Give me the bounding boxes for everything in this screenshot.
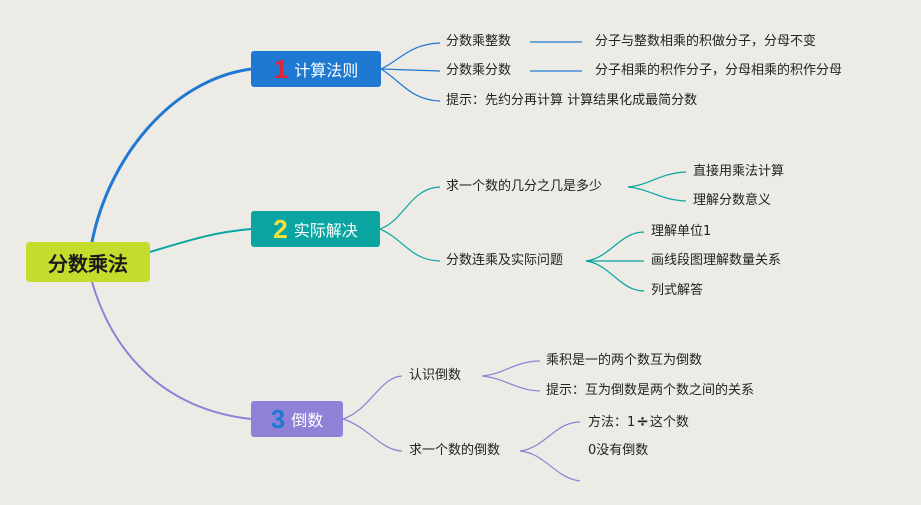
connector-b2-c1 (627, 171, 687, 188)
b1-item-2-detail: 分子相乘的积作分子，分母相乘的积作分母 (595, 63, 843, 78)
connector-b1-i2 (380, 68, 441, 72)
connector-b1-i1 (380, 42, 441, 70)
branch-2-node: 2 实际解决 (251, 211, 380, 247)
branch-1-number: 1 (273, 54, 289, 84)
method-suffix: 这个数 (649, 415, 689, 430)
branch-1-node: 1 计算法则 (251, 51, 381, 87)
method-prefix: 方法：1 (588, 415, 636, 430)
connector-b3-c2 (481, 375, 541, 392)
connector-root-b2 (149, 228, 252, 253)
branch-1-label: 计算法则 (294, 61, 359, 80)
b1-item-3: 提示：先约分再计算 计算结果化成最简分数 (446, 93, 698, 108)
connector-b2-i1 (379, 186, 441, 230)
connector-b2-c3 (585, 231, 645, 262)
b2-item-2-child-3: 列式解答 (651, 283, 704, 298)
connector-b2-c5 (585, 260, 645, 292)
b1-item-1: 分数乘整数 (446, 34, 512, 49)
b3-item-2: 求一个数的倒数 (409, 443, 501, 458)
branch-2-number: 2 (273, 214, 288, 244)
divide-symbol: ÷ (636, 412, 649, 430)
connector-b3-i2 (342, 418, 403, 452)
connector-b2-c2 (627, 186, 687, 202)
b2-item-2-child-2: 画线段图理解数量关系 (651, 253, 782, 268)
b3-item-1-child-1: 乘积是一的两个数互为倒数 (546, 353, 703, 368)
connector-b3-c4 (519, 450, 581, 482)
b2-item-2-child-1: 理解单位1 (651, 224, 712, 239)
connector-b2-i2 (379, 228, 441, 262)
branch-2-label: 实际解决 (293, 221, 358, 240)
b2-item-1-child-2: 理解分数意义 (693, 193, 772, 208)
b3-item-2-child-1: 方法：1÷这个数 (588, 413, 689, 431)
connector-root-b3 (91, 281, 252, 420)
connector-b1-i3 (380, 68, 441, 102)
b2-item-2: 分数连乘及实际问题 (446, 253, 564, 268)
b1-item-1-detail: 分子与整数相乘的积做分子，分母不变 (595, 34, 817, 49)
branch-3-node: 3 倒数 (251, 401, 343, 437)
connector-b3-c3 (519, 421, 581, 452)
b3-item-1: 认识倒数 (409, 368, 462, 383)
b2-item-1-child-1: 直接用乘法计算 (693, 164, 785, 179)
connector-b3-i1 (342, 375, 403, 420)
b2-item-1: 求一个数的几分之几是多少 (446, 179, 603, 194)
b3-item-1-child-2: 提示：互为倒数是两个数之间的关系 (546, 383, 755, 398)
connector-root-b1 (90, 67, 252, 243)
b3-item-2-child-2: 0没有倒数 (588, 443, 649, 458)
root-node: 分数乘法 (26, 242, 150, 282)
connector-b3-c1 (481, 360, 541, 377)
branch-3-label: 倒数 (291, 411, 324, 430)
b1-item-2: 分数乘分数 (446, 63, 512, 78)
branch-3-number: 3 (270, 404, 286, 434)
